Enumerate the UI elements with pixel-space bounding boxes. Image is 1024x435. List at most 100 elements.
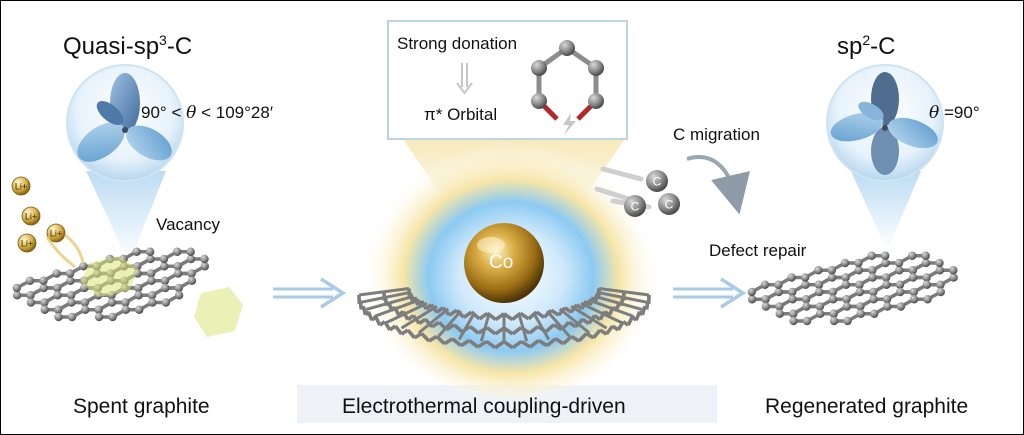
carbon-atom [802, 302, 811, 311]
carbon-atom [841, 280, 851, 289]
carbon-atom [145, 247, 155, 256]
carbon-atom [841, 273, 850, 282]
right-title-sup: 2 [862, 32, 871, 48]
carbon-atom [909, 287, 918, 297]
carbon-atom [801, 295, 811, 304]
carbon-atom [148, 298, 157, 307]
carbon-atom [868, 273, 877, 282]
carbon-atom [132, 247, 141, 256]
carbon-atom [935, 258, 944, 268]
carbon-atom [869, 287, 878, 297]
carbon-atom [53, 283, 62, 293]
carbon-atom [775, 302, 784, 311]
carbon-atom [81, 305, 90, 314]
li-ion [46, 223, 66, 243]
carbon-atom [174, 291, 184, 300]
carbon-atom [788, 295, 797, 304]
carbon-atom [147, 276, 156, 285]
right-angle-value: θ =90° [929, 103, 980, 123]
carbon-atom [827, 266, 837, 275]
carbon-atom [949, 273, 958, 282]
carbon-atom [842, 302, 852, 311]
li-ion [17, 233, 37, 253]
carbon-atom [815, 302, 825, 311]
li-escape-arrows [45, 233, 85, 269]
migrating-carbon-atom [658, 193, 680, 215]
li-ion [11, 176, 31, 196]
carbon-atom [923, 295, 932, 304]
carbon-atom [895, 280, 905, 289]
carbon-atom [774, 287, 783, 297]
carbon-atom [894, 258, 904, 268]
carbon-atom [39, 283, 48, 293]
right-transfer-arrow [673, 277, 747, 309]
carbon-atom [12, 283, 21, 293]
carbon-atom [881, 258, 890, 268]
carbon-atom [186, 247, 195, 256]
vacancy-highlight [81, 256, 243, 337]
left-title-sup: 3 [159, 32, 167, 48]
carbon-atom [895, 266, 904, 275]
carbon-atom [66, 291, 76, 300]
li-ion-label: Li+ [15, 182, 27, 192]
carbon-atom [909, 295, 919, 304]
carbon-atom [882, 295, 892, 304]
carbon-atom [25, 276, 35, 285]
carbon-atom [39, 276, 48, 285]
carbon-atom [173, 262, 183, 271]
carbon-atom-label: C [653, 175, 662, 189]
left-title-main: Quasi-sp [63, 33, 160, 60]
carbon-atom [761, 295, 770, 304]
carbon-atom [814, 266, 823, 275]
cyclic-carbon-fragment [531, 40, 604, 135]
carbon-atom [870, 309, 879, 318]
carbon-atom [200, 254, 209, 264]
li-ion-label: Li+ [25, 212, 37, 222]
carbon-atom [80, 298, 90, 307]
carbon-atom [921, 258, 931, 268]
carbon-atom [828, 287, 837, 297]
carbon-atom [160, 262, 169, 271]
carbon-atom [173, 269, 183, 278]
carbon-atom [54, 312, 63, 322]
angle-lower: 90° [141, 103, 167, 122]
pi-star-orbital-label: π* Orbital [424, 105, 498, 124]
carbon-atom [936, 280, 945, 289]
angle-90: =90° [943, 103, 980, 122]
carbon-atom [135, 305, 144, 314]
carbon-atom [146, 269, 156, 278]
carbon-atom [40, 298, 49, 307]
carbon-atom [788, 287, 797, 297]
carbon-atom [94, 305, 103, 314]
carbon-atom [828, 295, 838, 304]
carbon-atom [855, 280, 864, 289]
carbon-atom [908, 266, 918, 275]
carbon-atom [922, 280, 932, 289]
carbon-atom-label: C [665, 198, 674, 212]
right-title: sp2-C [837, 33, 895, 61]
strong-donation-label: Strong donation [397, 34, 518, 53]
li-ion-label: Li+ [21, 239, 33, 249]
carbon-atom [53, 291, 62, 300]
carbon-atom [134, 291, 143, 300]
left-title-tail: -C [166, 33, 193, 60]
carbon-atom-label: C [631, 200, 640, 214]
carbon-atom [814, 280, 824, 289]
carbon-atom [67, 298, 76, 307]
carbon-atom [949, 266, 958, 275]
sp2-orbital-lobes [830, 72, 938, 175]
carbon-atom [816, 309, 825, 318]
carbon-atom [856, 302, 865, 311]
co-label: Co [489, 252, 514, 273]
carbon-atom [67, 312, 77, 322]
carbon-atom [789, 309, 798, 318]
carbon-atom [747, 287, 756, 297]
sp3-orbital-lobes [77, 73, 172, 162]
carbon-atom [121, 305, 130, 314]
theta-symbol-right: θ [929, 103, 940, 123]
carbon-atom [867, 251, 876, 260]
left-projection-cone [86, 171, 166, 263]
